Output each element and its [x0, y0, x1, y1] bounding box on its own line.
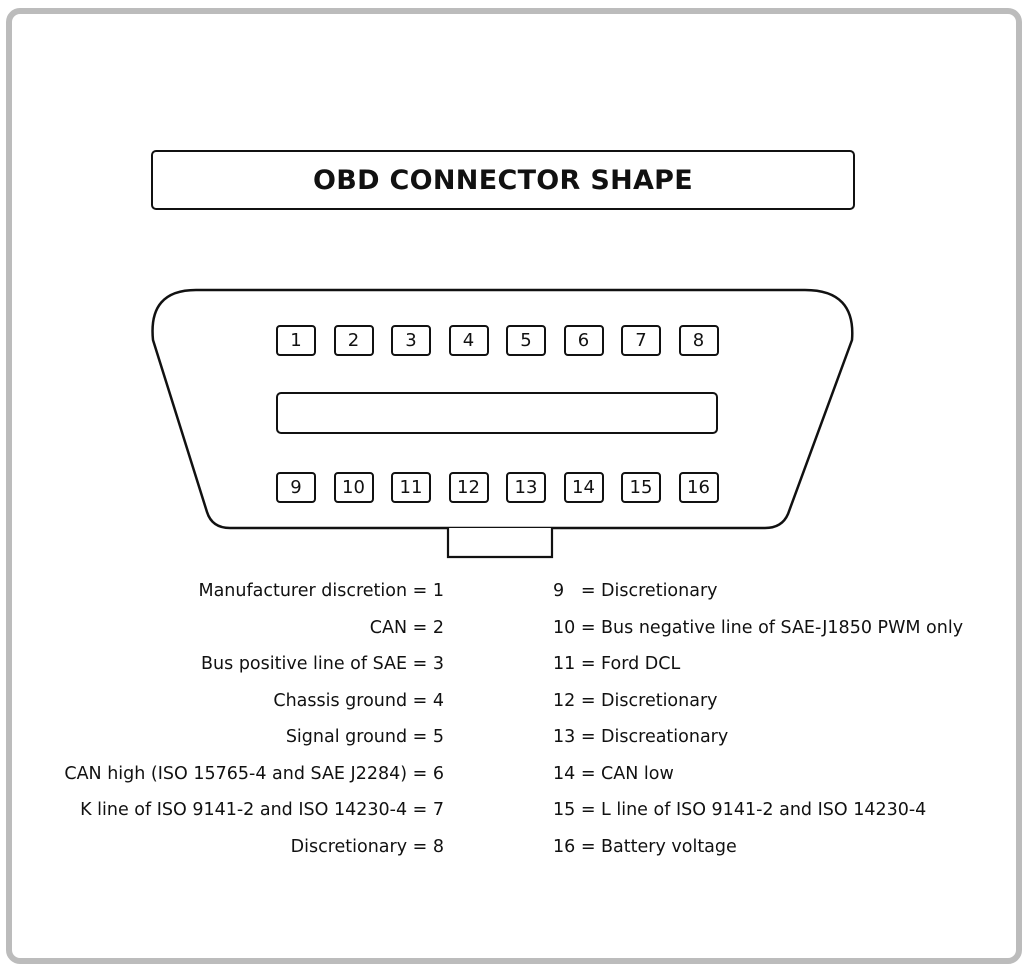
legend-item: CAN = 2: [369, 617, 444, 638]
pin-9: 9: [276, 472, 316, 503]
diagram-title: OBD CONNECTOR SHAPE: [313, 164, 693, 196]
legend-item: 15 = L line of ISO 9141-2 and ISO 14230-…: [553, 800, 927, 820]
pin-7: 7: [621, 325, 661, 356]
legend-item: Bus positive line of SAE = 3: [201, 654, 444, 674]
pin-4: 4: [448, 325, 489, 356]
pin-15: 15: [621, 472, 661, 503]
pin-12: 12: [448, 472, 489, 503]
legend-item: CAN high (ISO 15765-4 and SAE J2284) = 6: [64, 763, 444, 784]
pin-1: 1: [276, 325, 316, 356]
legend-left: Manufacturer discretion = 1 CAN = 2 Bus …: [20, 574, 444, 866]
pin-8: 8: [678, 325, 719, 356]
pin-6: 6: [563, 325, 604, 356]
title-box: OBD CONNECTOR SHAPE: [151, 150, 855, 210]
legend-item: 12 = Discretionary: [553, 690, 718, 711]
pin-16: 16: [678, 472, 719, 503]
legend-item: 13 = Discreationary: [553, 727, 729, 747]
pin-11: 11: [391, 472, 431, 503]
legend-item: Chassis ground = 4: [273, 690, 444, 711]
legend-item: K line of ISO 9141-2 and ISO 14230-4 = 7: [80, 800, 444, 820]
legend-item: 10 = Bus negative line of SAE-J1850 PWM …: [553, 617, 964, 638]
connector-center-slot: [276, 392, 718, 434]
pin-5: 5: [506, 325, 546, 356]
pin-3: 3: [391, 325, 431, 356]
legend-item: Signal ground = 5: [285, 727, 444, 747]
legend-item: 9 = Discretionary: [553, 581, 718, 601]
legend-right: 9 = Discretionary 10 = Bus negative line…: [553, 574, 1013, 866]
legend-item: Discretionary = 8: [290, 836, 444, 857]
pin-14: 14: [563, 472, 604, 503]
pin-2: 2: [333, 325, 374, 356]
legend-item: 11 = Ford DCL: [553, 654, 681, 674]
pin-10: 10: [333, 472, 374, 503]
connector-key-tab: [446, 528, 554, 559]
pin-13: 13: [506, 472, 546, 503]
legend-item: Manufacturer discretion = 1: [198, 581, 444, 601]
legend-item: 16 = Battery voltage: [553, 836, 737, 857]
legend-item: 14 = CAN low: [553, 763, 674, 784]
